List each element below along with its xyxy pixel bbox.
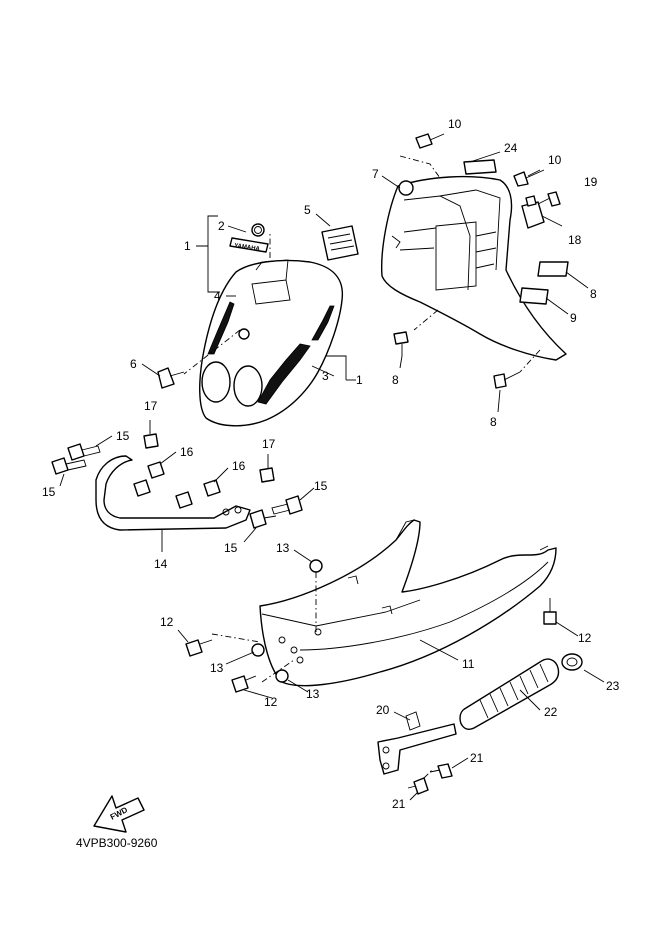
screw-part-21a bbox=[429, 763, 453, 779]
inner-leg-shield-part bbox=[380, 175, 567, 361]
leader-lines bbox=[59, 151, 605, 801]
yamaha-logo-text: YAMAHA bbox=[234, 243, 261, 253]
bracket-part-20 bbox=[377, 711, 457, 775]
pad-part-8 bbox=[537, 261, 569, 277]
nut-part-17a bbox=[143, 433, 159, 449]
yamaha-emblem-part: YAMAHA bbox=[229, 223, 269, 253]
callout-15b: 15 bbox=[42, 485, 56, 499]
callout-8b: 8 bbox=[392, 373, 399, 387]
callout-17a: 17 bbox=[144, 399, 158, 413]
screw-part-8b bbox=[493, 371, 521, 389]
callout-20: 20 bbox=[376, 703, 390, 717]
callout-16b: 16 bbox=[232, 459, 246, 473]
callout-14: 14 bbox=[154, 557, 168, 571]
callout-19: 19 bbox=[584, 175, 598, 189]
screw-part-21b bbox=[407, 777, 429, 795]
callout-15a: 15 bbox=[116, 429, 130, 443]
bolt-part-15c bbox=[271, 495, 303, 515]
clamp-part-23 bbox=[561, 653, 583, 671]
callout-15c: 15 bbox=[314, 479, 328, 493]
callout-1a: 1 bbox=[184, 239, 191, 253]
callout-1b: 1 bbox=[356, 373, 363, 387]
screw-part-12c bbox=[543, 598, 557, 625]
callout-5: 5 bbox=[304, 203, 311, 217]
callout-8a: 8 bbox=[590, 287, 597, 301]
callout-4: 4 bbox=[214, 289, 221, 303]
callout-18: 18 bbox=[568, 233, 582, 247]
screw-part-10a bbox=[415, 133, 445, 149]
bolt-part-6 bbox=[157, 367, 185, 389]
callout-23: 23 bbox=[606, 679, 620, 693]
callout-13b: 13 bbox=[210, 661, 224, 675]
bolt-part-15a bbox=[67, 443, 101, 461]
bolt-part-15b bbox=[51, 457, 87, 475]
callout-24: 24 bbox=[504, 141, 518, 155]
bolt-part-15d bbox=[249, 509, 277, 529]
callout-21a: 21 bbox=[470, 751, 484, 765]
callout-10a: 10 bbox=[448, 117, 462, 131]
callout-8c: 8 bbox=[490, 415, 497, 429]
callout-12b: 12 bbox=[578, 631, 592, 645]
callout-11: 11 bbox=[462, 657, 475, 671]
screw-part-8a bbox=[393, 331, 409, 356]
bellows-tube-part bbox=[459, 658, 560, 730]
callout-16a: 16 bbox=[180, 445, 194, 459]
screw-part-12b bbox=[231, 675, 257, 693]
callout-13a: 13 bbox=[276, 541, 290, 555]
vent-cover-part bbox=[321, 225, 359, 261]
fwd-arrow-icon: FWD bbox=[93, 795, 145, 833]
footrest-board-part bbox=[259, 519, 557, 687]
callout-10b: 10 bbox=[548, 153, 562, 167]
washer-part-13c bbox=[275, 669, 289, 683]
nut-part-17b bbox=[259, 467, 275, 483]
clip-part-18 bbox=[521, 195, 545, 229]
callout-21b: 21 bbox=[392, 797, 406, 811]
screw-part-19 bbox=[537, 191, 561, 207]
callout-6: 6 bbox=[130, 357, 137, 371]
bracket-part-14 bbox=[95, 455, 251, 531]
collar-part-16b bbox=[175, 479, 221, 509]
diagram-code: 4VPB300-9260 bbox=[76, 836, 158, 850]
callout-15d: 15 bbox=[224, 541, 238, 555]
grommet-part-24 bbox=[463, 159, 497, 175]
washer-part-13b bbox=[251, 643, 265, 657]
callout-numbers: 1 2 4 5 3 1 6 10 24 7 10 19 18 8 9 8 8 1… bbox=[42, 117, 620, 811]
callout-22: 22 bbox=[544, 705, 558, 719]
callout-3: 3 bbox=[322, 369, 329, 383]
callout-2: 2 bbox=[218, 219, 225, 233]
collar-part-16a bbox=[133, 461, 165, 497]
callout-9: 9 bbox=[570, 311, 577, 325]
screw-part-12a bbox=[185, 639, 213, 657]
screw-part-10b bbox=[513, 169, 545, 187]
callout-12c: 12 bbox=[264, 695, 278, 709]
callout-17b: 17 bbox=[262, 437, 276, 451]
pad-part-9 bbox=[519, 287, 549, 305]
front-cover-part bbox=[199, 259, 344, 427]
callout-12a: 12 bbox=[160, 615, 174, 629]
callout-7: 7 bbox=[372, 167, 379, 181]
callout-13c: 13 bbox=[306, 687, 320, 701]
